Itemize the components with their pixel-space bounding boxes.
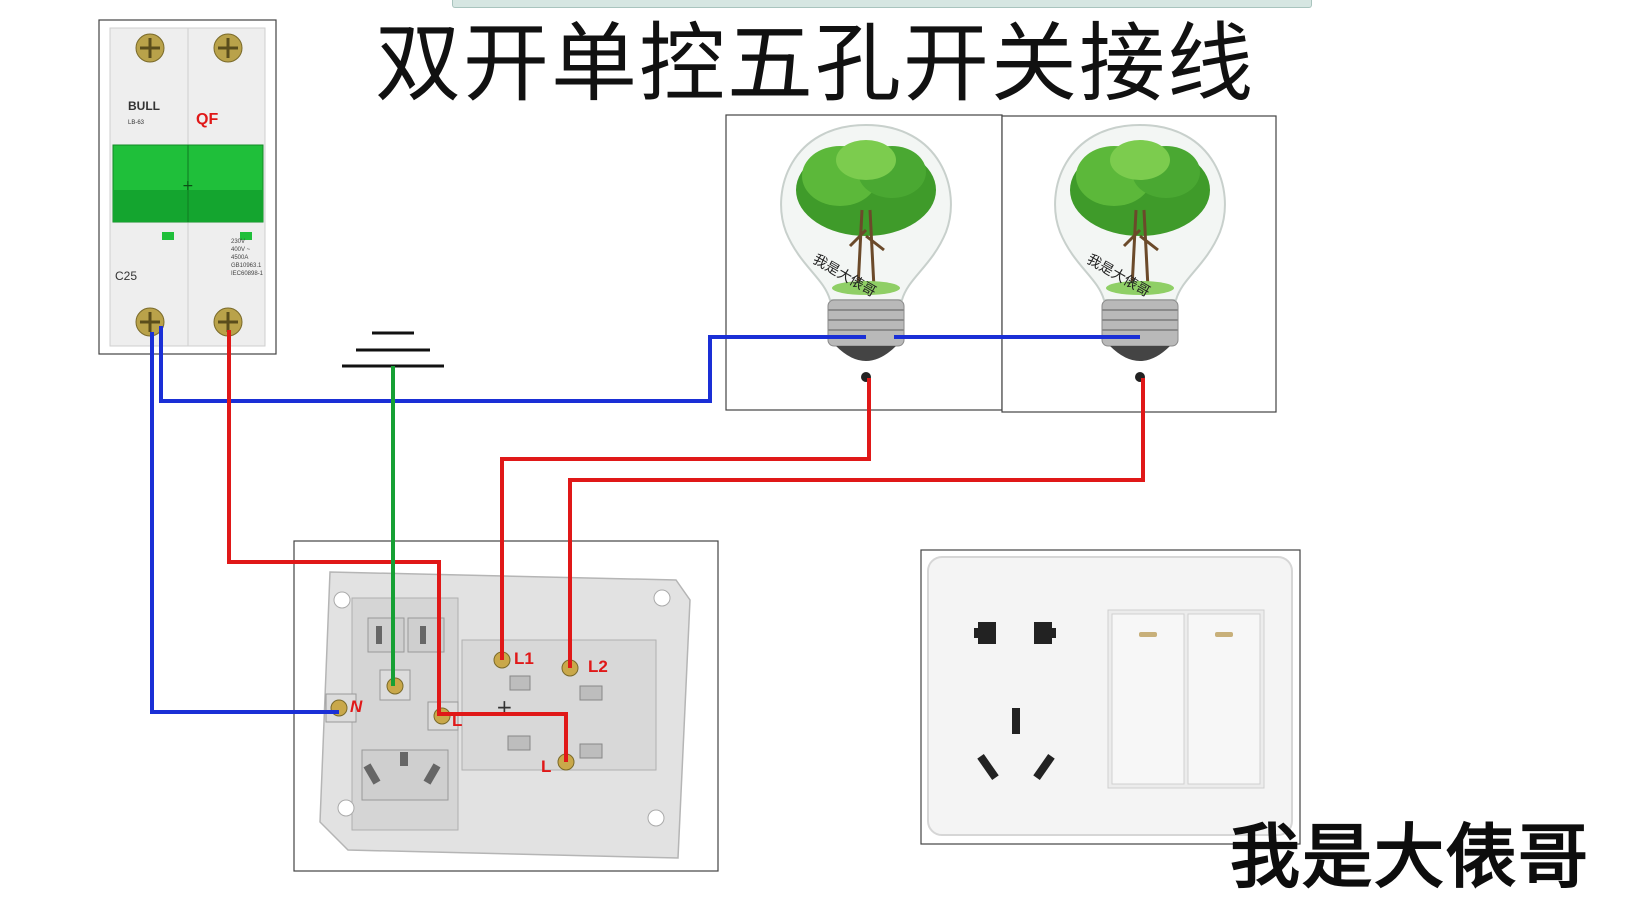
wire-neutral-to-lamps [159, 326, 866, 403]
circuit-breaker: BULL LB-63 QF + C25 230V 400V ~ 4500A GB… [98, 19, 277, 355]
outlet-two-pin-left-hole [978, 622, 996, 644]
wire-line1-to-lamp1 [500, 378, 871, 660]
rocker-switch-1 [1111, 613, 1185, 785]
terminal-n [325, 693, 357, 723]
wire-line2-to-lamp2 [568, 378, 1145, 668]
wire-neutral-to-switch [150, 332, 339, 714]
light-bulb-2: 我是大俵哥 [1054, 123, 1226, 382]
breaker-model: LB-63 [128, 120, 145, 126]
wire-live-supply [227, 330, 568, 762]
terminal-label-common: L [541, 757, 551, 776]
breaker-spec-line: 4500A [231, 255, 248, 261]
outlet-two-pin-right-hole [1034, 622, 1052, 644]
breaker-spec-line: IEC60898-1 [231, 271, 264, 277]
page-title: 双开单控五孔开关接线 [375, 14, 1255, 114]
breaker-rating: C25 [115, 269, 137, 283]
switch-socket-back-panel: + N L L1 L2 L [293, 540, 719, 872]
top-toolbar-strip [452, 0, 1312, 8]
breaker-spec-line: 400V ~ [231, 247, 251, 253]
breaker-label-qf: QF [196, 111, 218, 128]
breaker-top-screw-right [213, 33, 243, 63]
outlet-three-pin-right-hole [1033, 754, 1055, 780]
svg-text:+: + [182, 178, 194, 194]
light-bulb-1: 我是大俵哥 [780, 123, 952, 382]
breaker-spec-line: 230V [231, 239, 245, 245]
outlet-three-pin-top-hole [1012, 708, 1020, 734]
switch-socket-front-panel [920, 549, 1301, 845]
breaker-top-screw-left [135, 33, 165, 63]
outlet-three-pin-left-hole [977, 754, 999, 780]
breaker-bottom-screw-left [135, 307, 165, 337]
terminal-label-l1: L1 [514, 649, 534, 668]
terminal-label-l2: L2 [588, 657, 608, 676]
terminal-label-n: N [350, 697, 363, 716]
rocker-switch-2 [1187, 613, 1261, 785]
breaker-spec-line: GB10963.1 [231, 263, 262, 269]
earth-ground-symbol [342, 331, 444, 368]
author-watermark: 我是大俵哥 [1230, 816, 1590, 898]
breaker-brand: BULL [128, 99, 160, 113]
terminal-label-l-in: L [452, 711, 462, 730]
